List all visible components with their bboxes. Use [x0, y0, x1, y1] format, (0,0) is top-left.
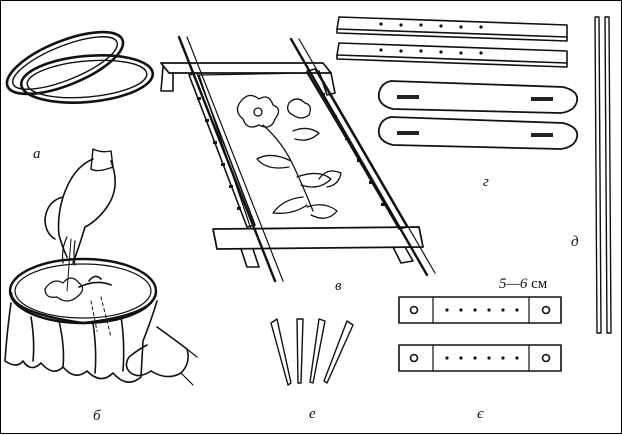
label-slats: є: [477, 407, 484, 422]
slats-with-holes: [399, 297, 561, 371]
slat-2: [399, 345, 561, 371]
embroidery-hoops: [1, 19, 155, 107]
label-rods: д: [571, 235, 579, 250]
wooden-pegs: [271, 319, 353, 385]
dimension-value: 5—6: [499, 276, 527, 292]
dimension-unit: см: [531, 276, 547, 292]
hoop-in-use-illustration: [5, 149, 197, 385]
label-pegs: е: [309, 407, 316, 422]
floral-motif: [237, 95, 341, 218]
label-hoops: а: [33, 147, 41, 162]
embroidery-frame: [161, 37, 435, 281]
frame-parts: [337, 17, 577, 149]
label-frame-parts: г: [483, 175, 489, 190]
label-frame: в: [335, 279, 342, 294]
long-rods: [595, 17, 611, 333]
dimension-label: 5—6 см: [499, 277, 547, 292]
label-hoop-in-use: б: [93, 409, 101, 424]
slat-1: [399, 297, 561, 323]
flat-slat-1: [337, 17, 567, 41]
flat-slat-2: [337, 43, 567, 67]
